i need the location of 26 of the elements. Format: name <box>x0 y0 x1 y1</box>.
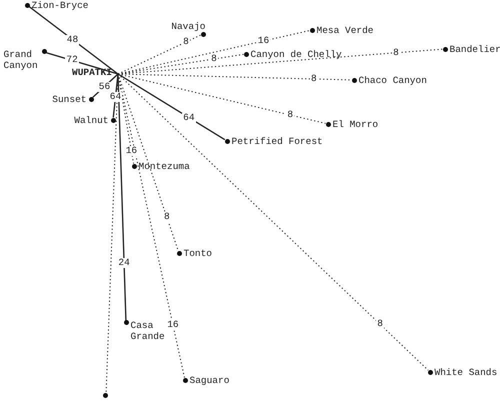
route-line <box>117 74 127 321</box>
edge-label: 8 <box>182 37 190 47</box>
edge-label: 8 <box>310 74 318 84</box>
route-line <box>46 52 118 75</box>
edge-label: 64 <box>108 92 122 102</box>
edge-label: 16 <box>166 320 180 330</box>
route-line <box>112 74 119 118</box>
dotted-line <box>106 74 118 394</box>
route-line <box>118 73 226 140</box>
edge-label: 56 <box>98 82 112 92</box>
edge-label: 8 <box>376 319 384 330</box>
edge-label: 64 <box>182 112 196 123</box>
site-dot <box>103 393 108 398</box>
edge-label: 48 <box>66 34 80 44</box>
edge-label: 8 <box>286 110 294 120</box>
edge-label: 16 <box>124 146 138 156</box>
edge-label: 8 <box>210 54 218 64</box>
edge-label: 24 <box>117 258 131 268</box>
dotted-line <box>118 34 202 74</box>
edge-label: 16 <box>256 36 270 46</box>
route-line <box>28 6 118 75</box>
dotted-line <box>118 74 429 371</box>
edge-label: 8 <box>162 212 171 222</box>
hub-label: WUPATKI <box>72 67 112 78</box>
edge-label: 72 <box>65 55 79 66</box>
edge-label: 8 <box>392 48 400 58</box>
